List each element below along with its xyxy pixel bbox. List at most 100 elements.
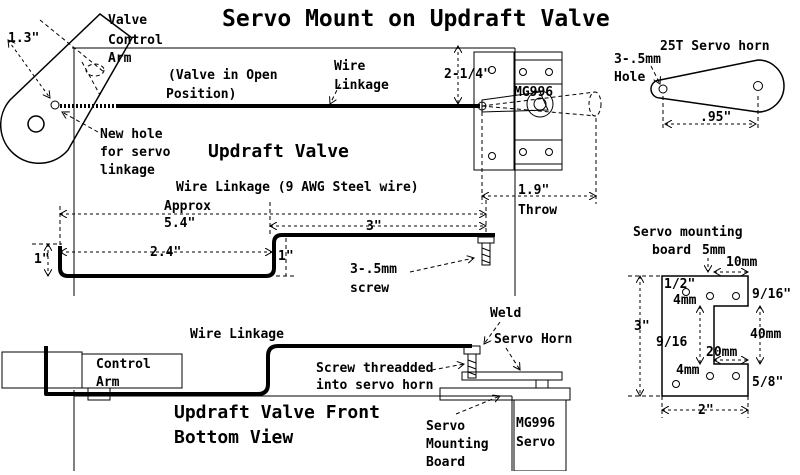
servo-horn-detail: 25T Servo horn 3-.5mm Hole .95" bbox=[614, 39, 785, 130]
throw-value-label: 1.9" bbox=[518, 183, 549, 198]
wire-linkage-detail: Wire Linkage (9 AWG Steel wire) Approx 5… bbox=[32, 112, 596, 296]
front-screw-thread bbox=[467, 359, 477, 364]
mount-board-title-2: board bbox=[652, 243, 691, 258]
dim-4mm-top: 4mm bbox=[673, 293, 697, 308]
dim-5mm: 5mm bbox=[702, 243, 726, 258]
valve-control-arm-label-3: Arm bbox=[108, 51, 132, 66]
horn-hole-label-1: 3-.5mm bbox=[614, 52, 661, 67]
servo-model-label: MG996 bbox=[514, 85, 553, 100]
front-board-label-2: Mounting bbox=[426, 437, 489, 452]
screw-thread bbox=[481, 247, 491, 252]
front-wire-linkage-label: Wire Linkage bbox=[190, 327, 284, 342]
servo-screw-hole bbox=[519, 68, 527, 76]
front-view-title-2: Bottom View bbox=[174, 427, 293, 448]
valve-control-arm-label-2: Control bbox=[108, 33, 163, 48]
wire-detail-heading: Wire Linkage (9 AWG Steel wire) bbox=[176, 180, 419, 195]
new-hole-label-3: linkage bbox=[100, 163, 155, 178]
mount-board-hole bbox=[672, 380, 680, 388]
servo-horn-top-view bbox=[481, 91, 549, 113]
mounting-board-detail: Servo mounting board 5mm 10mm 1/2" 4mm 9… bbox=[628, 225, 791, 418]
servo-horn-leader bbox=[505, 347, 520, 370]
front-control-arm-label-1: Control bbox=[96, 357, 151, 372]
front-horn-hub bbox=[535, 379, 549, 389]
arm-offset-label: 1.3" bbox=[8, 31, 39, 46]
screw-thread bbox=[481, 253, 491, 258]
servo-mount-tab-bottom bbox=[513, 139, 563, 165]
servo-horn-label: Servo Horn bbox=[494, 332, 572, 347]
wire-linkage-label-2: Linkage bbox=[334, 78, 389, 93]
dim-40mm: 40mm bbox=[750, 327, 781, 342]
dim-5-8: 5/8" bbox=[752, 375, 783, 390]
mount-board-hole bbox=[732, 292, 740, 300]
weld-leader bbox=[484, 321, 501, 344]
servo-screw-hole bbox=[545, 148, 553, 156]
dim-3in: 3" bbox=[634, 319, 650, 334]
front-board-leader bbox=[455, 396, 500, 415]
front-board-label-3: Board bbox=[426, 455, 465, 470]
arm-ref-line bbox=[39, 19, 105, 73]
screw-leader bbox=[409, 258, 474, 273]
dim-20mm: 20mm bbox=[706, 345, 737, 360]
mount-board-hole bbox=[706, 372, 714, 380]
new-hole-label-1: New hole bbox=[100, 127, 163, 142]
front-control-arm-label-2: Arm bbox=[96, 375, 120, 390]
wire-linkage-label-1: Wire bbox=[334, 59, 365, 74]
valve-control-arm-label-1: Valve bbox=[108, 13, 147, 28]
front-arm-block bbox=[1, 351, 83, 389]
front-servo-horn bbox=[461, 371, 563, 381]
valve-control-arm-shape bbox=[0, 13, 133, 164]
horn-hole-leader bbox=[650, 65, 660, 84]
mount-board-title-1: Servo mounting bbox=[633, 225, 743, 240]
front-screw-leader bbox=[431, 364, 464, 371]
screw-head bbox=[477, 236, 495, 244]
front-screw-thread bbox=[467, 365, 477, 370]
front-servo-label-2: Servo bbox=[516, 435, 555, 450]
front-mounting-board bbox=[439, 387, 571, 401]
updraft-valve-label: Updraft Valve bbox=[208, 141, 349, 162]
valve-open-label-2: Position) bbox=[166, 87, 236, 102]
screw-label-2: screw bbox=[350, 281, 389, 296]
servo-screw-hole bbox=[519, 148, 527, 156]
valve-open-label-1: (Valve in Open bbox=[168, 68, 278, 83]
arm-offset-dimension bbox=[8, 40, 50, 98]
servo-horn-outline bbox=[650, 59, 785, 113]
top-view: 1.3" Valve Control Arm (Valve in Open Po… bbox=[0, 13, 602, 296]
servo-screw-hole bbox=[488, 66, 496, 74]
dim-10mm: 10mm bbox=[726, 255, 757, 270]
servo-horn-center-hole bbox=[753, 81, 763, 91]
front-servo-label-1: MG996 bbox=[516, 416, 555, 431]
front-view: Wire Linkage Control Arm Weld Servo Horn… bbox=[1, 306, 572, 472]
new-linkage-hole bbox=[50, 100, 60, 110]
mount-board-outline bbox=[661, 275, 749, 397]
servo-screw-hole bbox=[488, 152, 496, 160]
front-screw-label-1: Screw threadded bbox=[316, 361, 433, 376]
front-control-arm bbox=[81, 353, 183, 389]
wire-linkage-shape bbox=[58, 233, 495, 278]
new-hole-label-2: for servo bbox=[100, 145, 171, 160]
horn-hole-label-2: Hole bbox=[614, 70, 645, 85]
screw-thread bbox=[481, 259, 491, 264]
wire-linkage-leader bbox=[330, 83, 341, 104]
servo-height-label: 2-1/4" bbox=[444, 67, 491, 82]
diagram-title: Servo Mount on Updraft Valve bbox=[222, 6, 610, 32]
mount-board-hole bbox=[706, 292, 714, 300]
throw-label: Throw bbox=[518, 203, 557, 218]
front-board-label-1: Servo bbox=[426, 419, 465, 434]
rise-mid-label: 1" bbox=[278, 249, 294, 264]
servo-horn-end-hole bbox=[658, 84, 668, 94]
seg-2-4-label: 2.4" bbox=[150, 245, 181, 260]
arm-pivot-hole bbox=[27, 115, 45, 133]
front-view-title-1: Updraft Valve Front bbox=[174, 402, 380, 423]
screw-label-1: 3-.5mm bbox=[350, 262, 397, 277]
mount-board-hole bbox=[682, 288, 690, 296]
mount-board-hole bbox=[732, 372, 740, 380]
servo-horn-title: 25T Servo horn bbox=[660, 39, 770, 54]
weld-label: Weld bbox=[490, 306, 521, 321]
approx-label-2: 5.4" bbox=[164, 216, 195, 231]
servo-screw-hole bbox=[545, 68, 553, 76]
horn-spacing-label: .95" bbox=[700, 110, 731, 125]
rise-left-label: 1" bbox=[34, 252, 50, 267]
approx-label-1: Approx bbox=[164, 199, 211, 214]
